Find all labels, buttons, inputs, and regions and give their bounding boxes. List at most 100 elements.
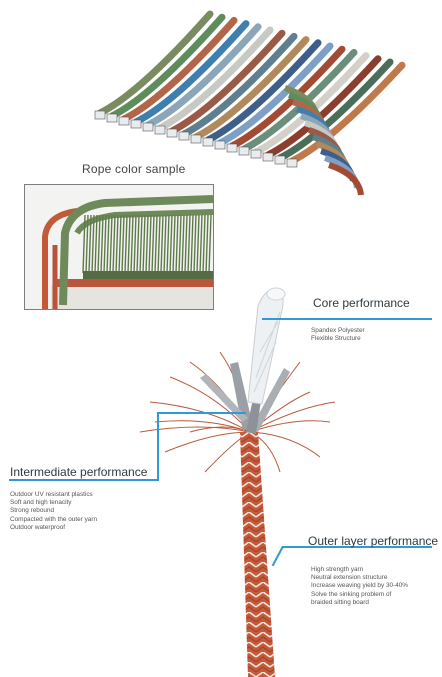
weave-strand bbox=[121, 214, 125, 274]
rope-end-cap bbox=[238, 146, 250, 156]
weave-strand bbox=[115, 214, 119, 274]
rope-end-cap bbox=[106, 113, 118, 123]
weave-strand bbox=[148, 214, 152, 274]
rope-sample bbox=[168, 29, 286, 135]
outer-list: High strength yarn Neutral extension str… bbox=[311, 566, 408, 607]
weave-strand bbox=[94, 214, 98, 274]
rope-end-cap bbox=[262, 152, 274, 162]
weave-strand bbox=[208, 214, 212, 274]
intermediate-item: Compacted with the outer yarn bbox=[10, 515, 98, 523]
rope-end-cap bbox=[118, 116, 130, 126]
weave-strand bbox=[157, 214, 161, 274]
rope-sample bbox=[240, 48, 358, 153]
rope-sample-caption: Rope color sample bbox=[82, 162, 186, 176]
weave-strand bbox=[175, 214, 179, 274]
fibre-strand bbox=[139, 426, 251, 433]
fibre-strand bbox=[249, 431, 321, 458]
rope-color-sample-image bbox=[94, 10, 406, 196]
weave-strand bbox=[127, 214, 131, 274]
intermediate-callout-line-vertical bbox=[157, 412, 159, 480]
weave-strand bbox=[130, 214, 134, 274]
weave-strand bbox=[91, 214, 95, 274]
rope-end-cap bbox=[154, 125, 166, 135]
intermediate-callout-line-top bbox=[158, 412, 246, 414]
rope-end-cap bbox=[94, 110, 106, 120]
chair-detail-photo bbox=[24, 184, 214, 310]
weave-strand bbox=[184, 214, 188, 274]
fibre-strand bbox=[154, 420, 251, 433]
weave-strand bbox=[118, 214, 122, 274]
intermediate-item: Strong rebound bbox=[10, 507, 55, 515]
intermediate-item: Soft and high tenacity bbox=[10, 499, 72, 507]
intermediate-item: Outdoor UV resistant plastics bbox=[10, 491, 93, 498]
core-item: Flexible Structure bbox=[311, 335, 361, 343]
core-callout-line bbox=[262, 318, 432, 320]
core-item: Spandex Polyester bbox=[311, 327, 365, 334]
weave-strand bbox=[160, 214, 164, 274]
weave-strand bbox=[190, 214, 194, 274]
intermediate-list: Outdoor UV resistant plastics Soft and h… bbox=[10, 491, 97, 532]
weave-strand bbox=[88, 214, 92, 274]
weave-strand bbox=[187, 214, 191, 274]
rope-end-cap bbox=[286, 158, 298, 168]
rope-sample bbox=[132, 20, 250, 126]
rope-cross-section-image bbox=[139, 287, 336, 677]
chair-illustration bbox=[25, 185, 213, 309]
weave-strand bbox=[100, 214, 104, 274]
rope-end-cap bbox=[274, 155, 286, 165]
outer-item: braided sitting board bbox=[311, 598, 369, 606]
outer-item: Increase weaving yield by 30-40% bbox=[311, 582, 408, 590]
rope-sample bbox=[288, 61, 406, 165]
rope-sample bbox=[192, 36, 310, 141]
intermediate-callout-line-bottom bbox=[9, 479, 159, 481]
rope-end-cap bbox=[214, 140, 226, 150]
rope-end-cap bbox=[166, 128, 178, 138]
weave-strand bbox=[154, 214, 158, 274]
rope-sample bbox=[216, 42, 334, 147]
weave-strand bbox=[178, 214, 182, 274]
weave-strand bbox=[199, 214, 203, 274]
weave-strand bbox=[106, 214, 110, 274]
rope-sample bbox=[180, 32, 298, 138]
weave-strand bbox=[196, 214, 200, 274]
rope-sample bbox=[120, 16, 238, 123]
weave-strand bbox=[103, 214, 107, 274]
outer-item: Neutral extension structure bbox=[311, 574, 388, 582]
rope-end-cap bbox=[226, 143, 238, 153]
rope-sample bbox=[108, 13, 226, 120]
weave-strand bbox=[82, 214, 86, 274]
rope-sample bbox=[228, 45, 346, 150]
weave-strand bbox=[142, 214, 146, 274]
weave-strand bbox=[172, 214, 176, 274]
outer-item: High strength yarn bbox=[311, 566, 364, 573]
weave-strand bbox=[181, 214, 185, 274]
intermediate-title: Intermediate performance bbox=[10, 465, 148, 479]
intermediate-item: Outdoor waterproof bbox=[10, 523, 66, 531]
rope-end-cap bbox=[178, 131, 190, 141]
weave-strand bbox=[169, 214, 173, 274]
fibre-strand bbox=[164, 431, 251, 453]
core-title: Core performance bbox=[313, 296, 410, 310]
weave-strand bbox=[193, 214, 197, 274]
rope-sample bbox=[144, 23, 262, 129]
weave-strand bbox=[166, 214, 170, 274]
weave-strand bbox=[97, 214, 101, 274]
outer-item: Solve the sinking problem of bbox=[311, 590, 392, 598]
weave-strand bbox=[112, 214, 116, 274]
rope-sample-fold bbox=[328, 162, 364, 196]
weave-strand bbox=[163, 214, 167, 274]
weave-strand bbox=[151, 214, 155, 274]
rope-sample bbox=[276, 58, 394, 162]
rope-end-cap bbox=[190, 134, 202, 144]
weave-strand bbox=[205, 214, 209, 274]
rope-end-cap bbox=[142, 122, 154, 132]
weave-strand bbox=[139, 214, 143, 274]
weave-strand bbox=[109, 214, 113, 274]
rope-end-cap bbox=[130, 119, 142, 129]
outer-title: Outer layer performance bbox=[308, 534, 439, 548]
weave-strand bbox=[145, 214, 149, 274]
rope-sample bbox=[96, 10, 214, 117]
core-list: Spandex Polyester Flexible Structure bbox=[311, 327, 365, 343]
weave-strand bbox=[202, 214, 206, 274]
